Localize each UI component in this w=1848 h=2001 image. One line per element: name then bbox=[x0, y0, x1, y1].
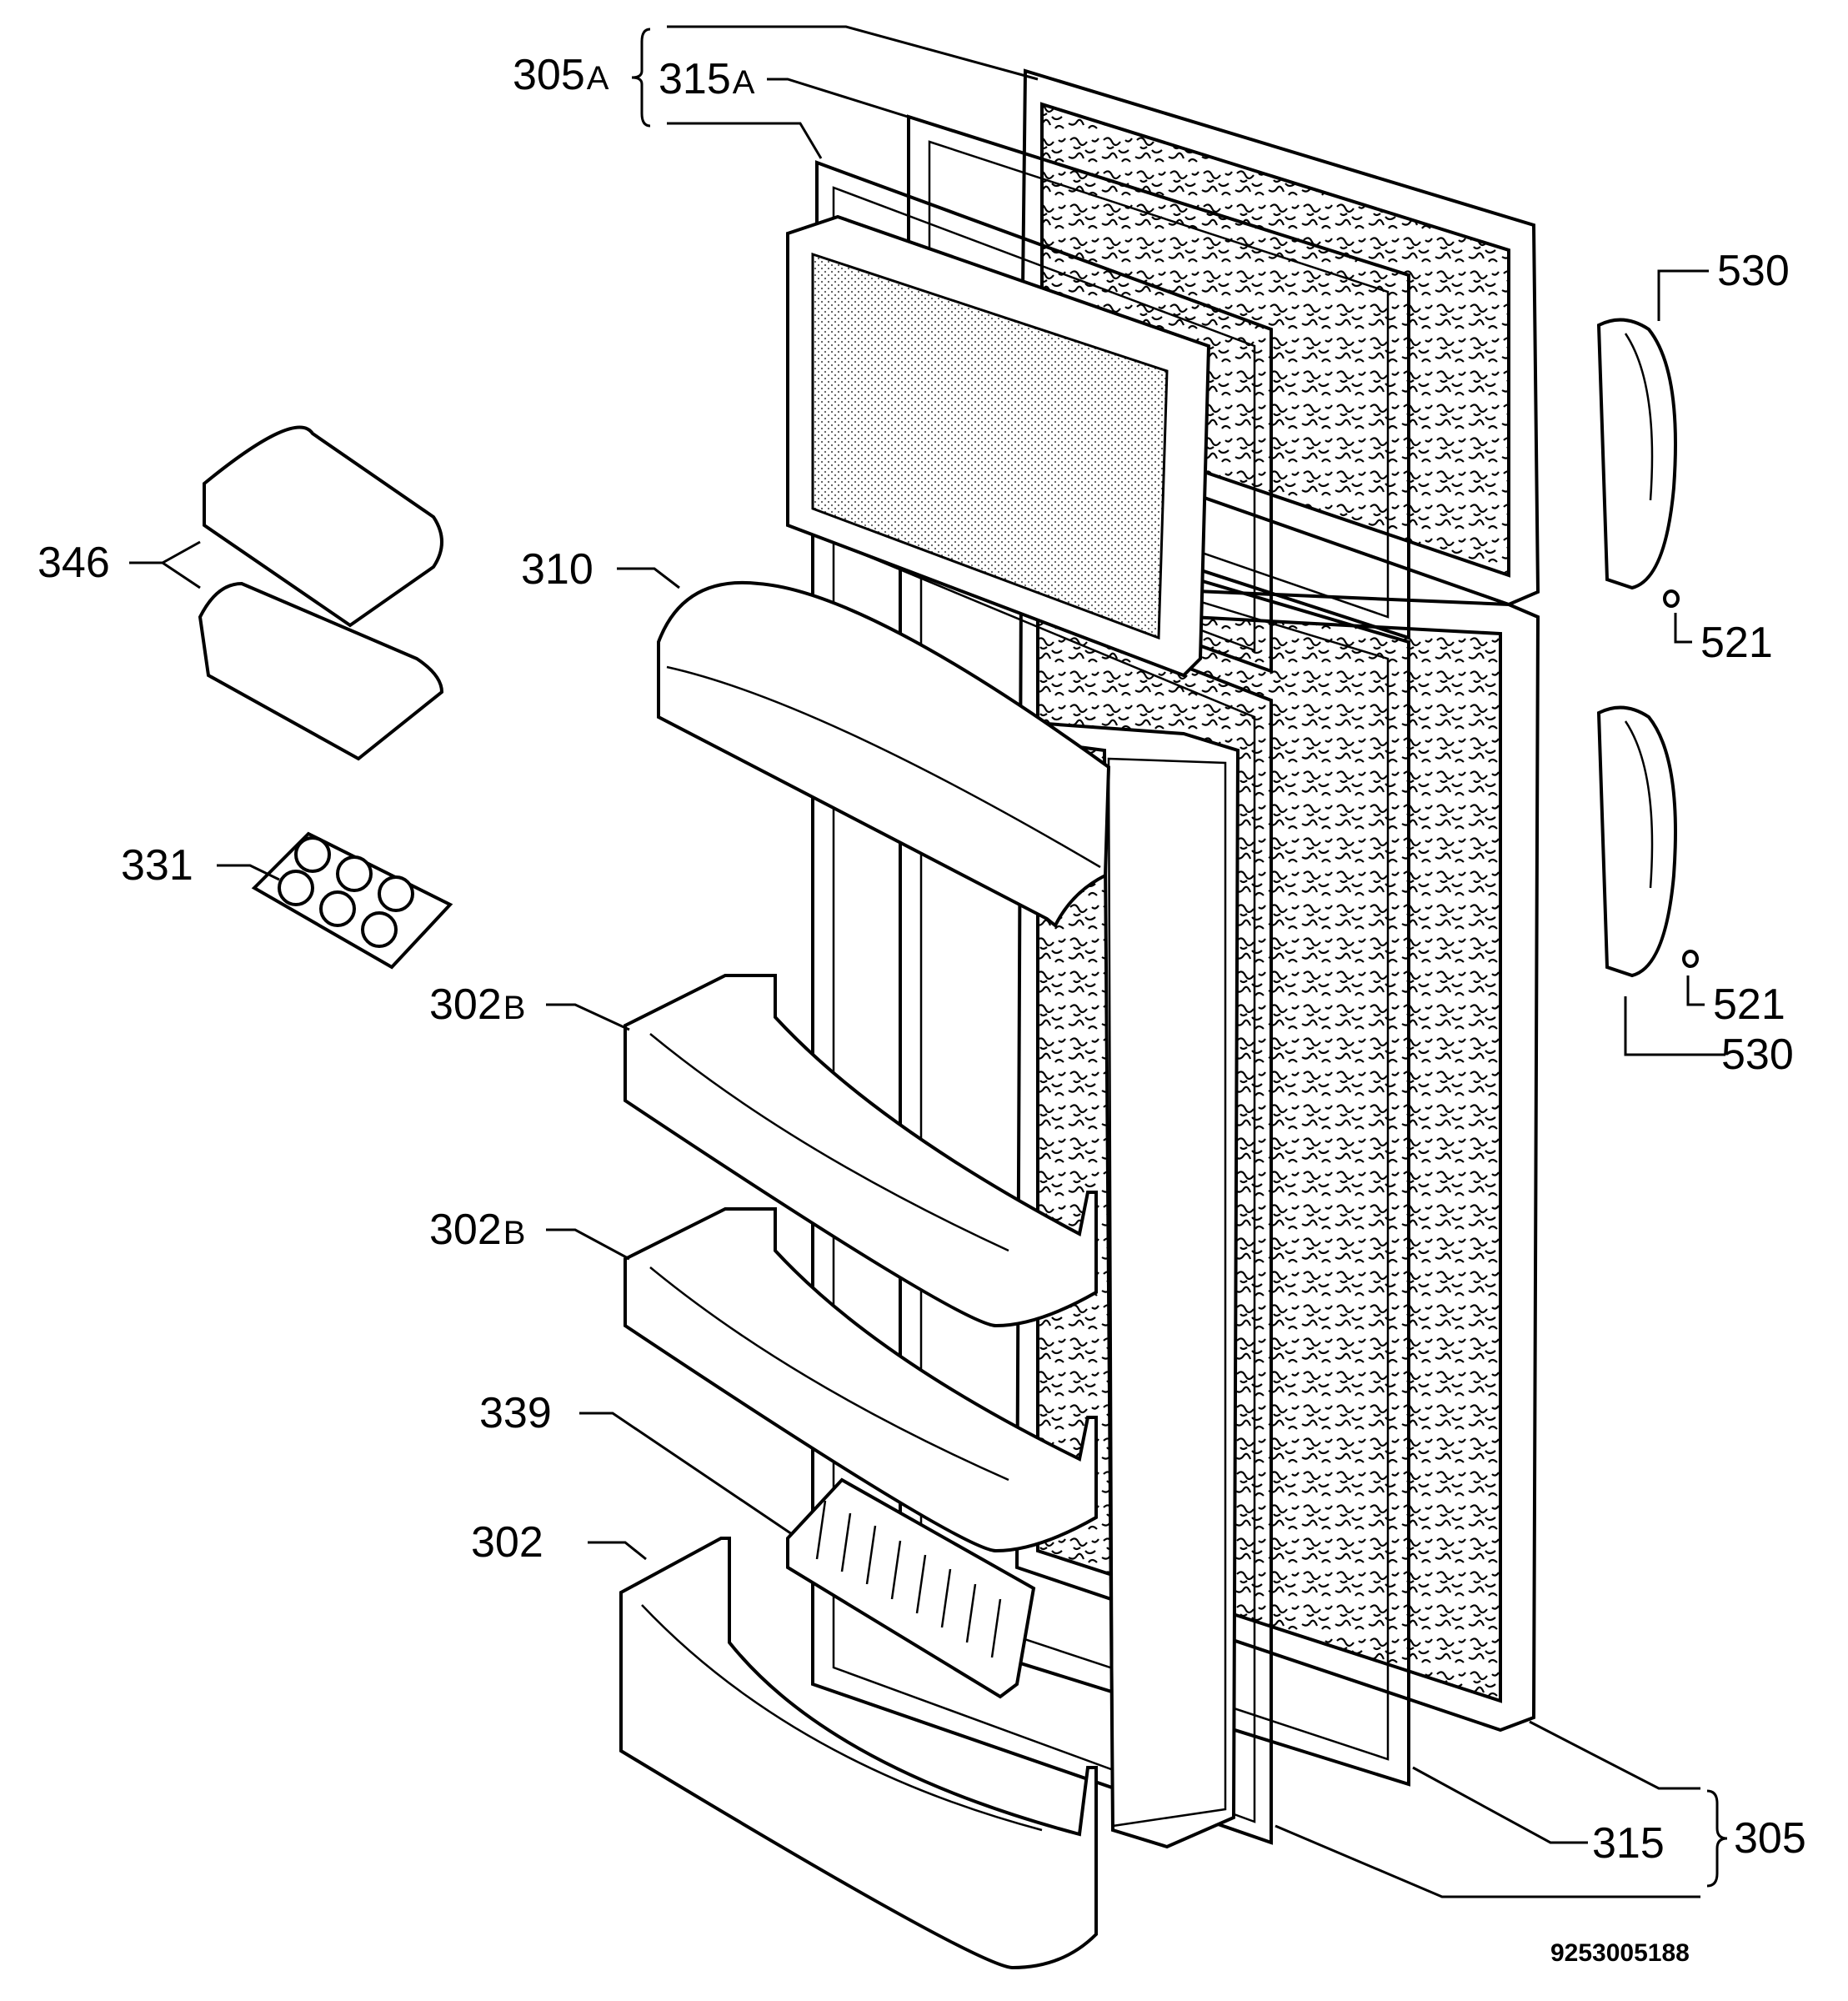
label-315: 315 bbox=[1592, 1819, 1665, 1868]
egg-tray-331 bbox=[251, 831, 453, 970]
label-315a: 315A bbox=[659, 55, 755, 103]
door-shelf-302b-upper bbox=[624, 974, 1098, 1328]
label-305a: 305A bbox=[513, 51, 609, 99]
bottle-rack-339 bbox=[786, 1477, 1036, 1699]
door-handle-530-lower bbox=[1596, 705, 1677, 978]
label-530-lower: 530 bbox=[1721, 1031, 1794, 1079]
screw-521-upper bbox=[1663, 589, 1680, 608]
leader-lines bbox=[129, 25, 1728, 1898]
label-302b-lower: 302B bbox=[429, 1206, 525, 1254]
door-inner-liner bbox=[724, 214, 1240, 1849]
drawing-code: 9253005188 bbox=[1550, 1939, 1690, 1967]
label-331: 331 bbox=[121, 841, 193, 890]
screw-521-lower bbox=[1682, 950, 1699, 968]
label-310: 310 bbox=[521, 545, 593, 594]
dairy-compartment-310 bbox=[657, 580, 1111, 929]
butter-box-346 bbox=[198, 425, 444, 761]
door-shelf-302 bbox=[619, 1537, 1098, 1970]
label-521-upper: 521 bbox=[1700, 619, 1773, 667]
label-302b-upper: 302B bbox=[429, 980, 525, 1029]
label-339: 339 bbox=[479, 1389, 552, 1437]
door-handle-530-upper bbox=[1596, 318, 1677, 590]
label-521-lower: 521 bbox=[1713, 980, 1785, 1029]
label-305: 305 bbox=[1734, 1814, 1806, 1863]
label-346: 346 bbox=[38, 539, 110, 587]
label-302: 302 bbox=[471, 1518, 543, 1567]
door-shelf-302b-lower bbox=[624, 1207, 1098, 1553]
label-530-upper: 530 bbox=[1717, 247, 1790, 295]
